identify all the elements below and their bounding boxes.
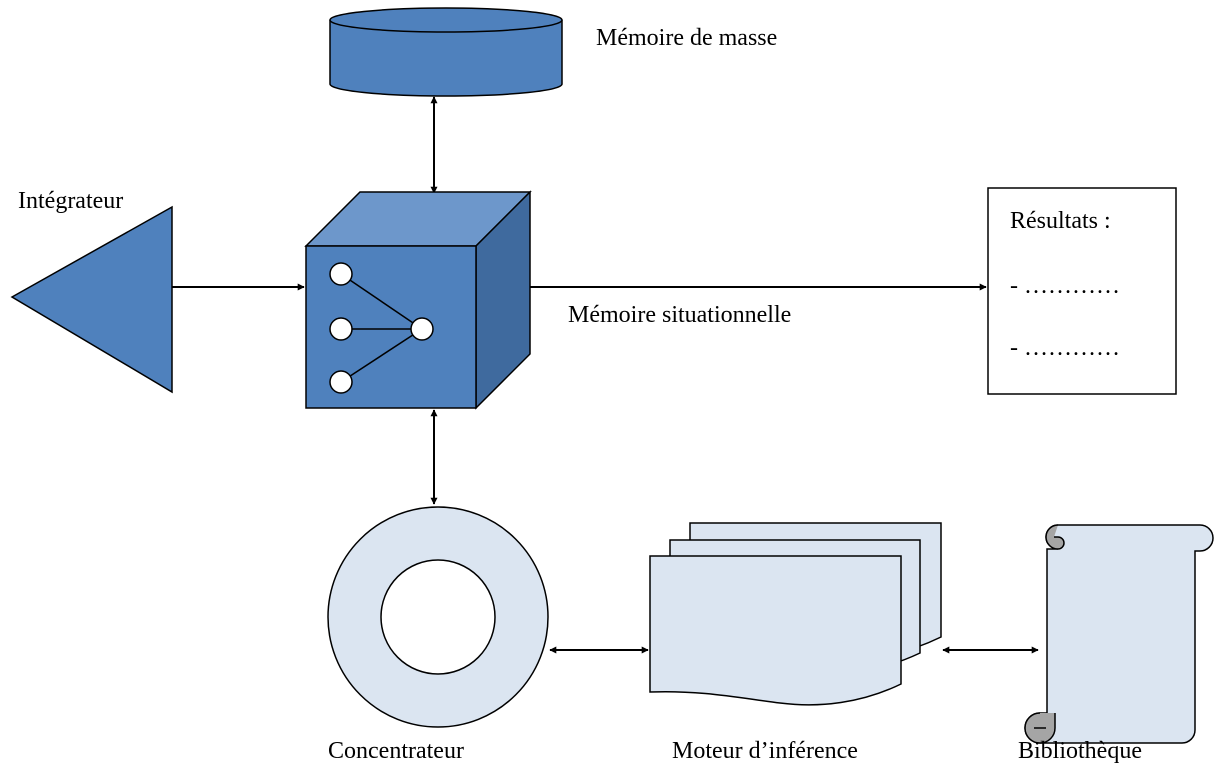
mass-memory-label: Mémoire de masse [596,25,777,51]
situational-memory-label: Mémoire situationnelle [568,302,791,328]
integrator-triangle [10,205,173,394]
situational-memory-cube [304,190,532,410]
inference-engine-label: Moteur d’inférence [672,738,858,764]
library-scroll-icon [1024,524,1214,744]
mass-memory-cylinder [329,7,563,97]
results-title: Résultats : [1010,208,1111,234]
results-item: - ………… [1010,273,1120,299]
library-label: Bibliothèque [1018,738,1142,764]
integrator-label: Intégrateur [18,188,123,214]
results-item: - ………… [1010,335,1120,361]
network-icon [329,262,434,394]
concentrator-label: Concentrateur [328,738,464,764]
concentrator-ring [327,506,549,728]
results-box: Résultats : - ………… - ………… [987,187,1177,395]
inference-engine-documents [649,522,942,706]
